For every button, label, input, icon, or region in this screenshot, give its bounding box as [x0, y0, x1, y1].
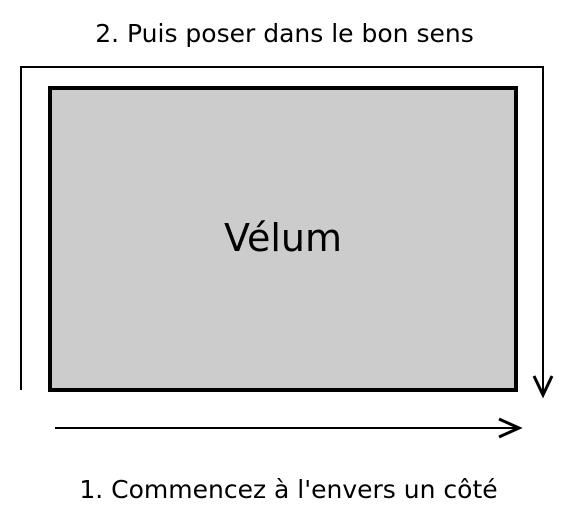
velum-panel-label: Vélum	[223, 216, 343, 260]
down-arrow-head	[532, 375, 554, 399]
top-instruction-text: 2. Puis poser dans le bon sens	[95, 19, 474, 48]
right-arrow-head	[498, 417, 523, 439]
placement-frame-line	[20, 66, 544, 392]
velum-panel	[48, 86, 518, 392]
bottom-instruction-text: 1. Commencez à l'envers un côté	[79, 475, 498, 504]
